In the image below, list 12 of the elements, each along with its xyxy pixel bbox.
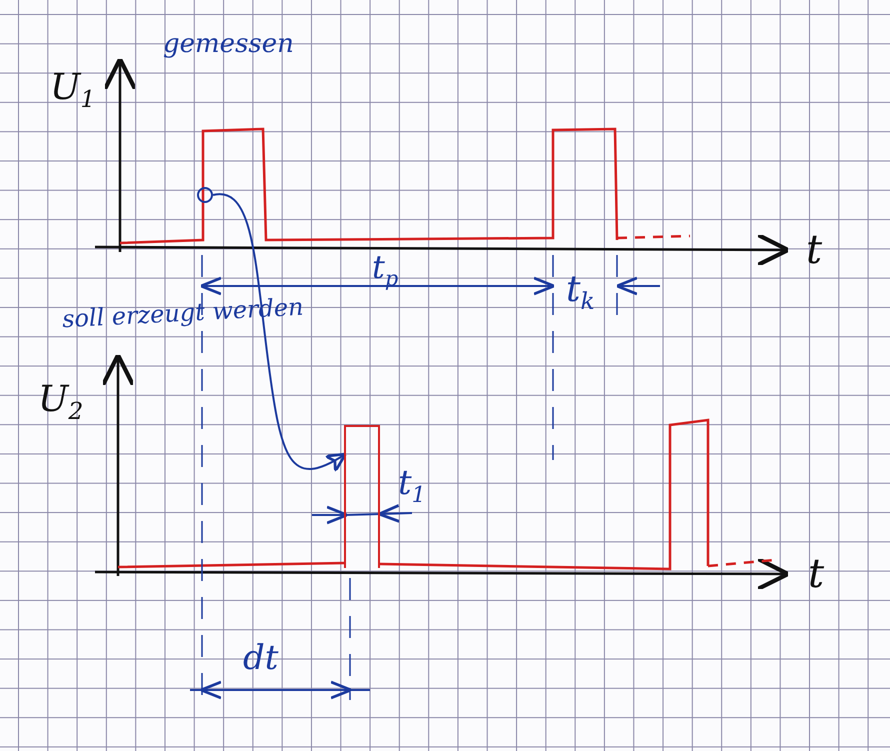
axis-label: gemessen <box>163 30 294 59</box>
axis-label: t <box>808 552 824 596</box>
curved-arrow <box>212 193 347 472</box>
axis-label: t <box>806 228 822 272</box>
axis-label: dt <box>243 640 278 678</box>
axis-label: U$_{1}$ <box>50 68 96 113</box>
axis-label: t$_{k}$ <box>566 270 595 315</box>
axis-label: soll erzeugt werden <box>61 294 304 333</box>
axis-label: U$_{2}$ <box>38 380 84 425</box>
marker-circle <box>197 187 213 203</box>
pulse <box>344 425 380 568</box>
axis-label: t$_{1}$ <box>398 465 426 508</box>
